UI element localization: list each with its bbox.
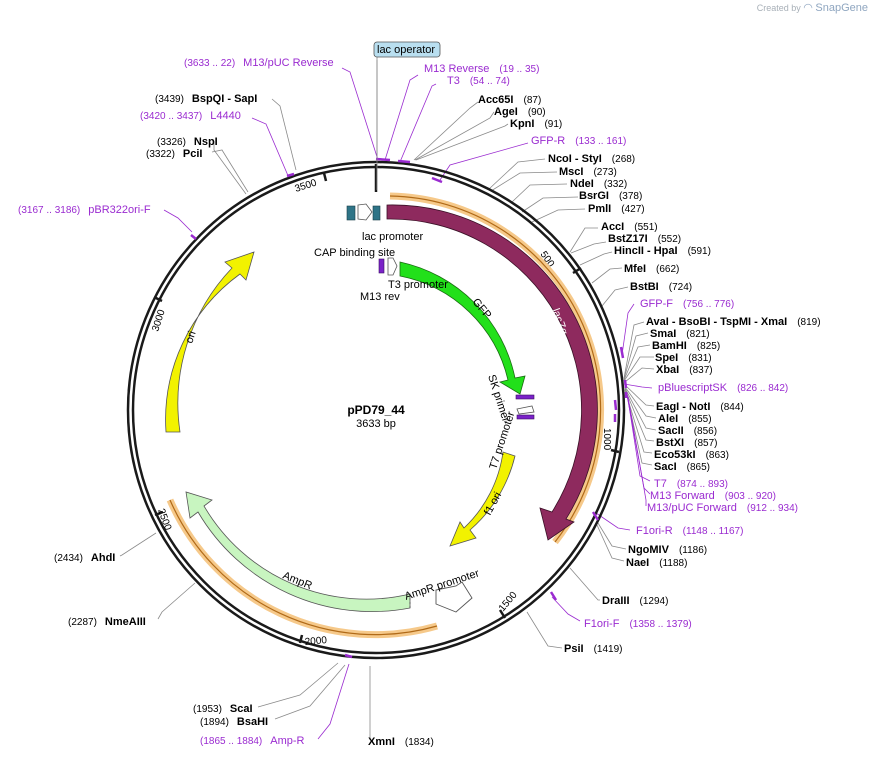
primer-gfp-r[interactable]: GFP-R(133 .. 161) [531,135,626,147]
backbone-ticks [153,164,620,644]
m13-rev-primer-feature[interactable] [378,258,385,274]
primer-m13-reverse[interactable]: M13 Reverse(19 .. 35) [424,63,539,75]
plasmid-name: pPD79_44 [347,403,405,417]
enzyme-xbai[interactable]: XbaI(837) [656,364,713,376]
m13-rev-label: M13 rev [360,291,400,303]
backbone-primer-marks [190,157,628,659]
enzyme-bamhi[interactable]: BamHI(825) [652,340,720,352]
gfp-feature-arrow[interactable] [399,261,526,395]
enzyme-ahdi[interactable]: (2434)AhdI [54,552,115,564]
primer-m13-puc-reverse[interactable]: (3633 .. 22)M13/pUC Reverse [184,57,334,69]
enzyme-scai[interactable]: (1953)ScaI [193,703,253,715]
snapgene-watermark: Created by ◠ SnapGene [757,1,868,14]
t3-promoter-label: T3 promoter [388,279,448,291]
ampr-orf-line [169,499,438,636]
ampr-promoter-arrow[interactable] [435,581,473,613]
enzyme-mfei[interactable]: MfeI(662) [624,263,679,275]
primer-leader-lines [163,67,653,740]
primer-m13-forward[interactable]: M13 Forward(903 .. 920) [650,490,776,502]
enzyme-bspqi-sapi[interactable]: (3439)BspQI - SapI [155,93,257,105]
enzyme-acc65i[interactable]: Acc65I(87) [478,94,541,106]
plasmid-length: 3633 bp [356,418,396,430]
primer-t3[interactable]: T3(54 .. 74) [447,75,510,87]
f1-ori-label: f1 ori [482,490,504,517]
t3-promoter-arrow[interactable] [387,257,398,276]
lacz-feature-arrow[interactable] [386,204,598,541]
enzyme-pcii[interactable]: (3322)PciI [146,148,202,160]
enzyme-kpni[interactable]: KpnI(91) [510,118,562,130]
lac-promoter-arrow[interactable] [357,203,373,221]
enzyme-eagi-noti[interactable]: EagI - NotI(844) [656,401,744,413]
enzyme-ngomiv[interactable]: NgoMIV(1186) [628,544,707,556]
enzyme-acci[interactable]: AccI(551) [601,221,658,233]
lacz-orf-line [389,195,602,543]
enzyme-naei[interactable]: NaeI(1188) [626,557,687,569]
enzyme-agei[interactable]: AgeI(90) [494,106,546,118]
enzyme-avai-bsobi-tspmi-xmai[interactable]: AvaI - BsoBI - TspMI - XmaI(819) [646,316,821,328]
backbone-outer-strand [126,160,626,660]
primer-labels: (3633 .. 22)M13/pUC Reverse M13 Reverse(… [18,57,798,747]
snapgene-logo-icon: ◠ [803,2,813,14]
sk-primer-feature[interactable] [515,394,535,400]
enzyme-labels: Acc65I(87) AgeI(90) KpnI(91) NcoI - StyI… [54,93,821,748]
cap-binding-site-label: CAP binding site [314,247,395,259]
enzyme-bstbi[interactable]: BstBI(724) [630,281,692,293]
enzyme-spei[interactable]: SpeI(831) [655,352,712,364]
primer-l4440[interactable]: (3420 .. 3437)L4440 [140,110,241,122]
primer-f1ori-f[interactable]: F1ori-F(1358 .. 1379) [584,618,692,630]
enzyme-smai[interactable]: SmaI(821) [650,328,710,340]
brand-name: SnapGene [815,2,868,14]
enzyme-bsahi[interactable]: (1894)BsaHI [200,716,268,728]
primer-pbluescriptsk[interactable]: pBluescriptSK(826 .. 842) [658,382,788,394]
ori-feature-arrow[interactable] [165,251,255,433]
enzyme-bstxi[interactable]: BstXI(857) [656,437,717,449]
enzyme-psii[interactable]: PsiI(1419) [564,643,622,655]
enzyme-saci[interactable]: SacI(865) [654,461,710,473]
enzyme-nspi[interactable]: (3326)NspI [157,136,218,148]
lac-operator-callout[interactable] [373,41,441,58]
m13-fwd-primer-feature[interactable] [516,414,535,420]
enzyme-ncoi-styi[interactable]: NcoI - StyI(268) [548,153,635,165]
ori-label: ori [183,330,198,345]
primer-pbr322ori-f[interactable]: (3167 .. 3186)pBR322ori-F [18,204,151,216]
cap-binding-site-feature[interactable] [346,205,356,221]
enzyme-bstz17i[interactable]: BstZ17I(552) [608,233,681,245]
ampr-feature-arrow[interactable] [185,491,411,612]
primer-m13-puc-forward[interactable]: M13/pUC Forward(912 .. 934) [647,502,798,514]
tick-2000: 2000 [304,635,328,648]
enzyme-sacii[interactable]: SacII(856) [658,425,717,437]
enzyme-xmni[interactable]: XmnI(1834) [368,736,434,748]
enzyme-hincii-hpai[interactable]: HincII - HpaI(591) [614,245,711,257]
tick-1500: 1500 [497,589,520,613]
tick-1000: 1000 [601,428,612,451]
enzyme-alei[interactable]: AleI(855) [658,413,712,425]
primer-f1ori-r[interactable]: F1ori-R(1148 .. 1167) [636,525,743,537]
created-by-text: Created by [756,3,801,13]
lac-operator-label: lac operator [377,44,435,56]
enzyme-bsrgi[interactable]: BsrGI(378) [579,190,642,202]
enzyme-ndei[interactable]: NdeI(332) [570,178,627,190]
primer-t7[interactable]: T7(874 .. 893) [654,478,728,490]
primer-gfp-f[interactable]: GFP-F(756 .. 776) [640,298,734,310]
f1-ori-feature-arrow[interactable] [449,451,516,547]
enzyme-eco53ki[interactable]: Eco53kI(863) [654,449,729,461]
enzyme-draiii[interactable]: DraIII(1294) [602,595,668,607]
t7-promoter-arrow[interactable] [516,405,535,415]
lac-promoter-label: lac promoter [362,231,423,243]
enzyme-msci[interactable]: MscI(273) [559,166,617,178]
enzyme-nmeaiii[interactable]: (2287)NmeAIII [68,616,146,628]
primer-amp-r[interactable]: (1865 .. 1884)Amp-R [200,735,305,747]
enzyme-pmli[interactable]: PmlI(427) [588,203,645,215]
lac-operator-feature[interactable] [372,205,381,221]
